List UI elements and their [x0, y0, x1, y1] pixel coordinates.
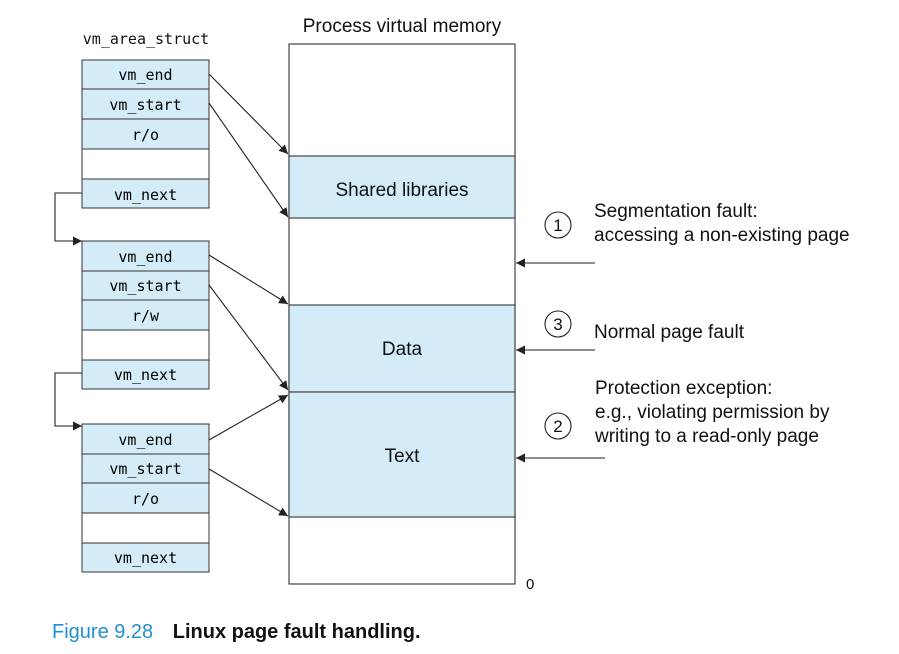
struct-3-prot: r/o [132, 490, 159, 508]
struct-1-vm-start: vm_start [109, 96, 181, 114]
struct-2-vm-start-cell [81, 270, 210, 301]
fault-number-2: 2 [553, 417, 562, 436]
fault-2-line-2: e.g., violating permission by [595, 402, 830, 423]
fault-2-line-1: Protection exception: [595, 378, 772, 399]
struct-1-prot: r/o [132, 126, 159, 144]
address-zero-label: 0 [526, 576, 534, 593]
struct-1-prot-cell [81, 118, 210, 150]
struct-2-vm-start: vm_start [109, 277, 181, 295]
struct-1-vm-next: vm_next [114, 186, 177, 204]
virtual-memory-column: Shared libraries Data Text 0 [288, 43, 534, 593]
struct-1-empty-cell [81, 148, 210, 180]
data-label: Data [382, 339, 423, 360]
struct-2-vm-next: vm_next [114, 366, 177, 384]
vm-area-struct-label: vm_area_struct [83, 30, 209, 48]
arrow-struct-2-vm-end [208, 254, 289, 305]
struct-2-vm-end: vm_end [118, 248, 172, 266]
fault-number-circle-2 [544, 412, 572, 440]
struct-3-vm-next-cell [81, 542, 210, 573]
struct-1-vm-next-cell [81, 178, 210, 209]
fault-normal: 3 Normal page fault [544, 310, 745, 343]
fault-number-circle-1 [544, 211, 572, 239]
vm-area-struct-1: vm_end vm_start r/o vm_next [81, 59, 210, 209]
struct-2-empty-cell [81, 329, 210, 361]
fault-1-line-2: accessing a non-existing page [594, 225, 850, 246]
arrow-struct-3-vm-end [208, 394, 289, 441]
fault-2-line-3: writing to a read-only page [594, 426, 819, 447]
struct-3-empty-cell [81, 512, 210, 544]
arrow-struct-2-vm-start [208, 284, 289, 391]
figure-caption: Figure 9.28 Linux page fault handling. [52, 621, 421, 643]
arrow-struct-3-vm-start [208, 468, 289, 517]
fault-number-3: 3 [553, 315, 562, 334]
shared-libraries-label: Shared libraries [335, 180, 468, 201]
shared-libraries-region [288, 155, 516, 219]
struct-2-vm-next-cell [81, 359, 210, 390]
arrow-struct-1-vm-end [208, 73, 289, 155]
vm-next-link-1-to-2 [54, 192, 82, 246]
vm-area-struct-2: vm_end vm_start r/w vm_next [81, 240, 210, 390]
fault-1-line-1: Segmentation fault: [594, 201, 758, 222]
struct-3-prot-cell [81, 482, 210, 514]
struct-1-vm-start-cell [81, 88, 210, 120]
text-label: Text [385, 446, 421, 467]
figure-number: Figure 9.28 [52, 621, 153, 643]
struct-3-vm-end: vm_end [118, 431, 172, 449]
fault-number-circle-3 [544, 310, 572, 338]
vm-next-link-2-to-3 [54, 372, 82, 431]
memory-title: Process virtual memory [303, 16, 502, 37]
struct-1-vm-end: vm_end [118, 66, 172, 84]
arrow-struct-1-vm-start [208, 102, 289, 218]
figure-title: Linux page fault handling. [173, 621, 421, 643]
fault-3-line-1: Normal page fault [594, 322, 745, 343]
vm-area-struct-3: vm_end vm_start r/o vm_next [81, 423, 210, 573]
struct-1-vm-end-cell [81, 59, 210, 90]
struct-3-vm-start-cell [81, 453, 210, 484]
struct-3-vm-next: vm_next [114, 549, 177, 567]
struct-2-prot: r/w [132, 307, 160, 325]
fault-protection: 2 Protection exception: e.g., violating … [544, 378, 830, 447]
struct-3-vm-start: vm_start [109, 460, 181, 478]
data-region [288, 304, 516, 393]
fault-number-1: 1 [553, 216, 562, 235]
text-region [288, 391, 516, 518]
fault-segmentation: 1 Segmentation fault: accessing a non-ex… [544, 201, 850, 246]
